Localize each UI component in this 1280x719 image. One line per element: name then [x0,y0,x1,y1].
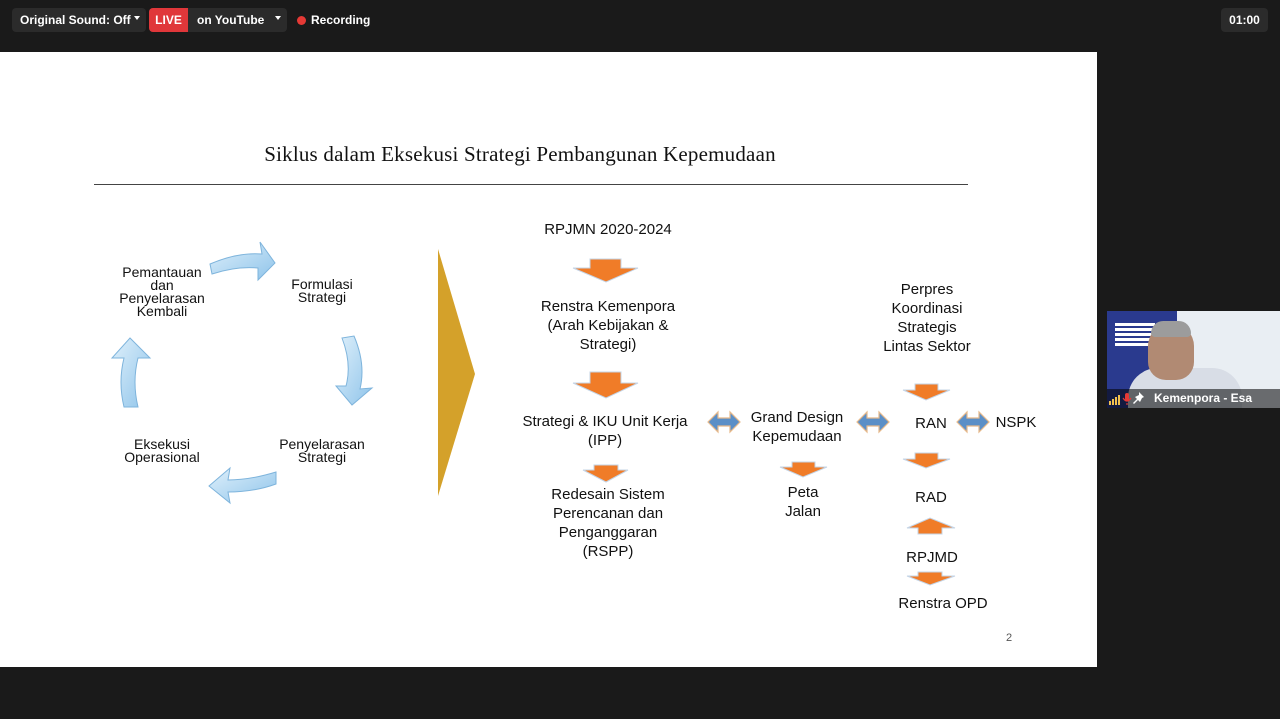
meeting-top-bar: Original Sound: Off LIVE on YouTube Reco… [0,0,1280,40]
original-sound-button[interactable]: Original Sound: Off [12,8,146,32]
live-platform-label: on YouTube [197,13,265,27]
chevron-right-icon [438,249,475,496]
flow-nspk: NSPK [995,414,1037,431]
live-badge: LIVE [149,8,188,32]
cycle-label-formulasi: Formulasi Strategi [291,276,353,305]
arrow-down-icon [779,461,828,478]
slide-graphics [110,241,990,586]
cycle-label-pemantauan: Pemantauan dan Penyelarasan Kembali [119,264,205,319]
slide-title: Siklus dalam Eksekusi Strategi Pembangun… [264,142,776,166]
double-arrow-icon [707,410,741,434]
double-arrow-icon [956,410,990,434]
arrow-up-icon [906,517,956,535]
cycle-arrow-icon [110,337,152,408]
flow-rpjmd: RPJMD [906,549,958,566]
original-sound-label: Original Sound: Off [20,13,131,27]
meeting-timer: 01:00 [1221,8,1268,32]
flow-rad: RAD [915,489,947,506]
flow-ran: RAN [915,415,947,432]
cycle-arrow-icon [334,335,374,406]
flow-peta-jalan: Peta Jalan [785,484,821,520]
participant-name: Kemenpora - Esa [1154,391,1253,405]
arrow-down-icon [902,383,951,401]
recording-label: Recording [311,13,371,27]
recording-indicator[interactable]: Recording [297,8,370,32]
title-divider [94,184,968,185]
flow-strategi-iku: Strategi & IKU Unit Kerja (IPP) [522,413,688,449]
microphone-muted-icon [1122,393,1132,405]
flow-grand-design: Grand Design Kepemudaan [750,409,844,445]
chevron-down-icon[interactable] [134,16,140,20]
arrow-down-icon [572,258,639,283]
background-graphic [1115,323,1175,346]
signal-strength-icon [1109,395,1120,405]
arrow-down-icon [582,464,629,483]
live-streaming-button[interactable]: LIVE on YouTube [149,8,287,32]
record-dot-icon [297,15,306,25]
flow-renstra-opd: Renstra OPD [898,595,988,612]
participant-name-bar: Kemenpora - Esa [1107,389,1280,408]
cycle-arrow-icon [208,466,277,505]
flow-renstra: Renstra Kemenpora (Arah Kebijakan & Stra… [540,298,676,353]
cycle-arrow-icon [209,241,276,282]
arrow-down-icon [906,571,956,586]
shared-slide: Siklus dalam Eksekusi Strategi Pembangun… [0,52,1097,667]
page-number: 2 [1006,632,1013,644]
chevron-down-icon[interactable] [275,16,281,20]
flow-perpres: Perpres Koordinasi Strategis Lintas Sekt… [883,281,971,355]
arrow-down-icon [902,452,951,469]
flow-redesain: Redesain Sistem Perencanan dan Pengangga… [551,486,665,560]
flow-rpjmn: RPJMN 2020-2024 [544,221,672,238]
pin-icon [1133,392,1144,404]
double-arrow-icon [856,410,890,434]
cycle-label-penyelarasan: Penyelarasan Strategi [279,436,365,465]
participant-hair [1151,321,1191,337]
arrow-down-icon [572,371,639,399]
cycle-label-eksekusi: Eksekusi Operasional [124,436,200,465]
